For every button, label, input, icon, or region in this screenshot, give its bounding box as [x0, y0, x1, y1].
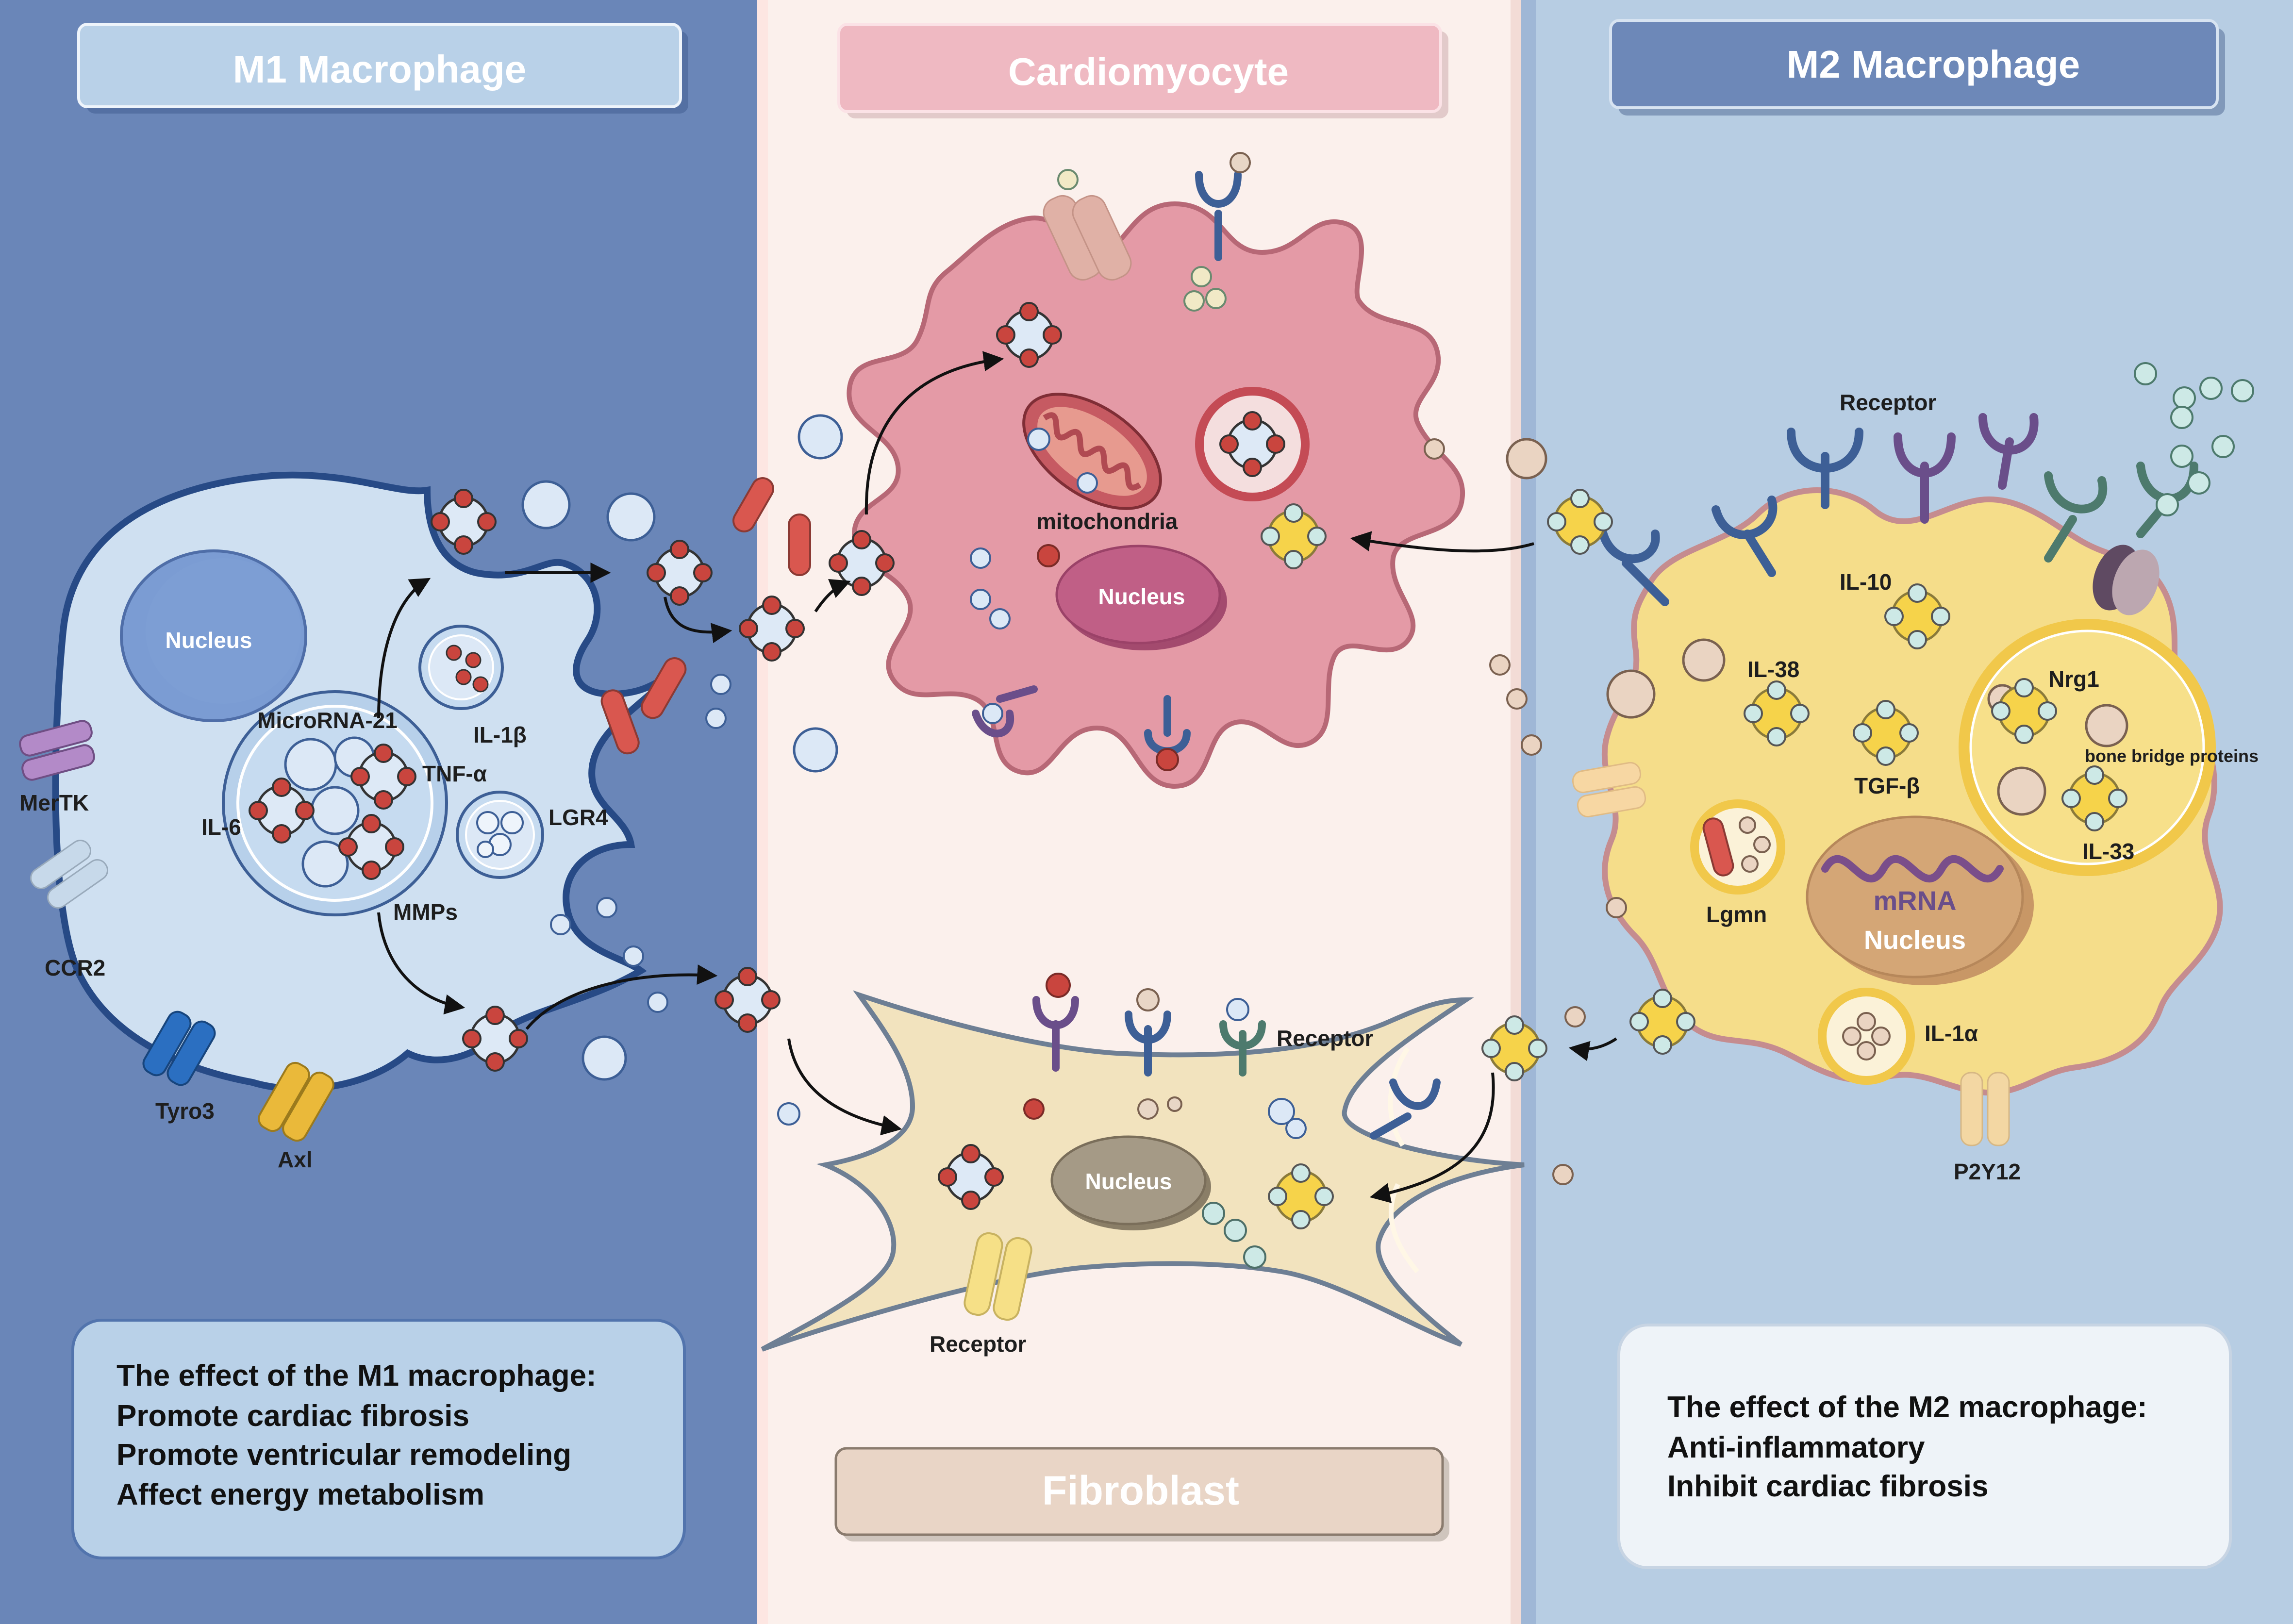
- cardio-header-box: Cardiomyocyte: [837, 23, 1448, 118]
- fibro-channel-bottom: [964, 1232, 1032, 1321]
- label-mmps: MMPs: [393, 899, 458, 925]
- axl-receptor: [258, 1061, 334, 1142]
- m1-effect-line3: Affect energy metabolism: [116, 1478, 484, 1511]
- m1-header-box: M1 Macrophage: [77, 23, 688, 114]
- label-il1a: IL-1α: [1925, 1021, 1978, 1046]
- m2-macrophage-cell: mRNA Nucleus: [1601, 487, 2223, 1096]
- ccr2-receptor: [30, 840, 109, 909]
- label-bone-bridge: bone bridge proteins: [2085, 746, 2259, 766]
- m2-effect-box: The effect of the M2 macrophage: Anti-in…: [1617, 1324, 2232, 1569]
- m2-light-channel: [1572, 762, 1646, 818]
- cardio-receptor-bottom-left: [972, 685, 1038, 738]
- m1-effect-title: The effect of the M1 macrophage:: [116, 1359, 597, 1392]
- m1-nucleus-label: Nucleus: [166, 628, 252, 653]
- label-nrg1: Nrg1: [2048, 666, 2099, 692]
- label-p2y12: P2Y12: [1954, 1159, 2021, 1184]
- label-mrna: mRNA: [1873, 885, 1956, 916]
- m2-effect-title: The effect of the M2 macrophage:: [1667, 1391, 2147, 1424]
- label-ccr2: CCR2: [45, 955, 105, 980]
- m1-effect-line1: Promote cardiac fibrosis: [116, 1399, 469, 1433]
- label-m2-receptor: Receptor: [1840, 390, 1936, 415]
- m2-dark-channel: [2093, 545, 2160, 615]
- m1-macrophage-cell: Nucleus: [52, 471, 731, 1093]
- m1-effect-box: The effect of the M1 macrophage: Promote…: [71, 1319, 686, 1559]
- cardio-channel: [1043, 195, 1132, 281]
- center-border-right: [1511, 0, 1521, 1624]
- m1-title: M1 Macrophage: [233, 48, 527, 91]
- m2-effect-line1: Anti-inflammatory: [1667, 1431, 1925, 1464]
- cardio-receptor-top: [1195, 171, 1242, 261]
- fibroblast-header-box: Fibroblast: [834, 1447, 1449, 1541]
- tyro3-receptor: [142, 1011, 216, 1086]
- fibroblast-cell: Nucleus: [761, 990, 1525, 1352]
- cardio-nucleus-label: Nucleus: [1098, 584, 1185, 609]
- m2-header-box: M2 Macrophage: [1609, 19, 2225, 116]
- fibro-nucleus: [1050, 1135, 1207, 1226]
- m2-nucleus: [1806, 815, 2024, 978]
- m2-title: M2 Macrophage: [1787, 43, 2080, 86]
- label-mertk: MerTK: [19, 790, 89, 815]
- label-fibro-receptor-top: Receptor: [1277, 1026, 1373, 1051]
- cardiomyocyte-cell: Nucleus: [847, 201, 1465, 789]
- cardio-title: Cardiomyocyte: [1008, 50, 1289, 93]
- label-tgfb: TGF-β: [1854, 773, 1920, 798]
- label-microrna21: MicroRNA-21: [257, 708, 398, 733]
- label-lgmn: Lgmn: [1706, 902, 1767, 927]
- fibro-nucleus-label: Nucleus: [1085, 1169, 1172, 1194]
- label-il1b: IL-1β: [473, 722, 527, 747]
- label-tnfa: TNF-α: [422, 761, 487, 786]
- mertk-receptor: [19, 720, 95, 781]
- label-lgr4: LGR4: [548, 805, 608, 830]
- label-fibro-receptor-bottom: Receptor: [930, 1331, 1026, 1357]
- label-il33: IL-33: [2082, 839, 2134, 864]
- cardio-nucleus: [1055, 545, 1221, 645]
- mitochondria: [1022, 393, 1162, 510]
- label-il6: IL-6: [201, 814, 241, 840]
- m2-nucleus-label: Nucleus: [1864, 926, 1966, 955]
- p2y12-receptor: [1960, 1072, 2010, 1146]
- label-axl: Axl: [278, 1147, 313, 1172]
- m2-effect-line2: Inhibit cardiac fibrosis: [1667, 1470, 1988, 1503]
- label-il10: IL-10: [1840, 569, 1892, 595]
- fibro-receptor-2: [1125, 1011, 1171, 1077]
- label-mitochondria: mitochondria: [1036, 509, 1178, 534]
- fibro-receptor-4: [1370, 1078, 1441, 1140]
- label-tyro3: Tyro3: [155, 1098, 215, 1124]
- fibro-receptor-3: [1219, 1020, 1266, 1077]
- fibro-receptor-1: [1032, 996, 1079, 1072]
- center-border-left: [757, 0, 768, 1624]
- label-il38: IL-38: [1747, 657, 1799, 682]
- m1-effect-line2: Promote ventricular remodeling: [116, 1438, 571, 1472]
- fibroblast-title: Fibroblast: [1042, 1468, 1239, 1513]
- m2-border: [1521, 0, 1536, 1624]
